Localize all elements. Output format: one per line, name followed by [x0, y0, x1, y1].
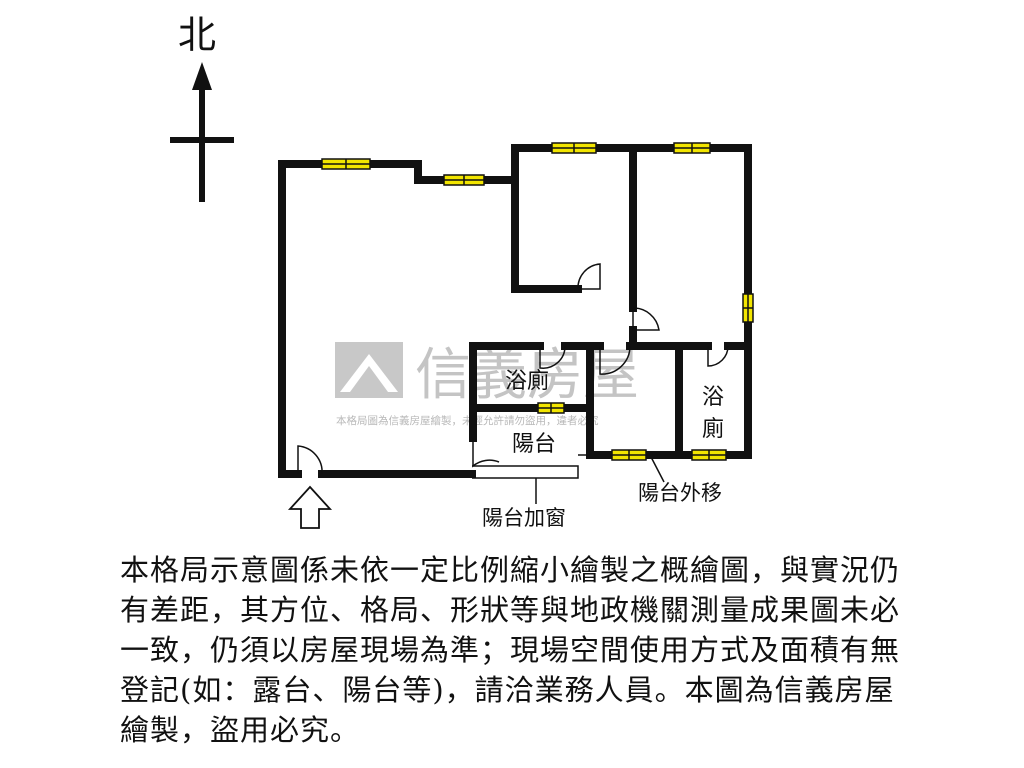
window-bath1: [537, 402, 565, 414]
compass: 北: [170, 13, 234, 202]
doors: [297, 263, 729, 475]
bath1-door: [539, 345, 566, 369]
bath2-door: [707, 345, 729, 367]
watermark-logo-icon: [335, 342, 403, 398]
corridor-door: [632, 307, 660, 331]
window-living-top: [321, 158, 371, 170]
bedroom1-wall: [511, 176, 582, 293]
watermark: 信義房屋 本格局圖為信義房屋繪製，未經允許請勿盜用，違者必究: [335, 342, 639, 427]
room-label-bath2-line1: 浴: [702, 385, 724, 410]
entrance-arrow-icon: [287, 485, 333, 529]
watermark-brand: 信義房屋: [415, 343, 639, 408]
balcony-window-line: [472, 465, 579, 479]
window-bottom-b: [691, 449, 727, 461]
leader-balcony-moved: [649, 454, 665, 483]
disclaimer-text: 本格局示意圖係未依一定比例縮小繪製之概繪圖，與實況仍有差距，其方位、格局、形狀等…: [120, 553, 901, 747]
bedroom1-door: [577, 263, 601, 290]
balcony-door: [472, 438, 500, 468]
window-notch-top: [443, 174, 485, 186]
watermark-notice: 本格局圖為信義房屋繪製，未經允許請勿盜用，違者必究: [336, 414, 599, 427]
north-arrowhead-icon: [192, 62, 212, 90]
window-right: [742, 293, 754, 323]
bath-middle-door: [599, 345, 631, 375]
windows: [321, 142, 754, 461]
room-label-bath2-line2: 廁: [702, 417, 724, 442]
north-label: 北: [178, 13, 216, 57]
window-bedroom2-top: [673, 142, 711, 154]
floor-plan: 信義房屋 本格局圖為信義房屋繪製，未經允許請勿盜用，違者必究 北: [170, 13, 754, 530]
annotation-balcony-moved: 陽台外移: [638, 481, 722, 505]
entrance-door: [297, 445, 323, 475]
window-bedroom1-top: [551, 142, 597, 154]
window-bottom-a: [611, 449, 647, 461]
annotation-balcony-window: 陽台加窗: [482, 506, 566, 530]
room-label-balcony: 陽台: [512, 432, 556, 457]
room-label-bath1: 浴廁: [505, 369, 549, 394]
